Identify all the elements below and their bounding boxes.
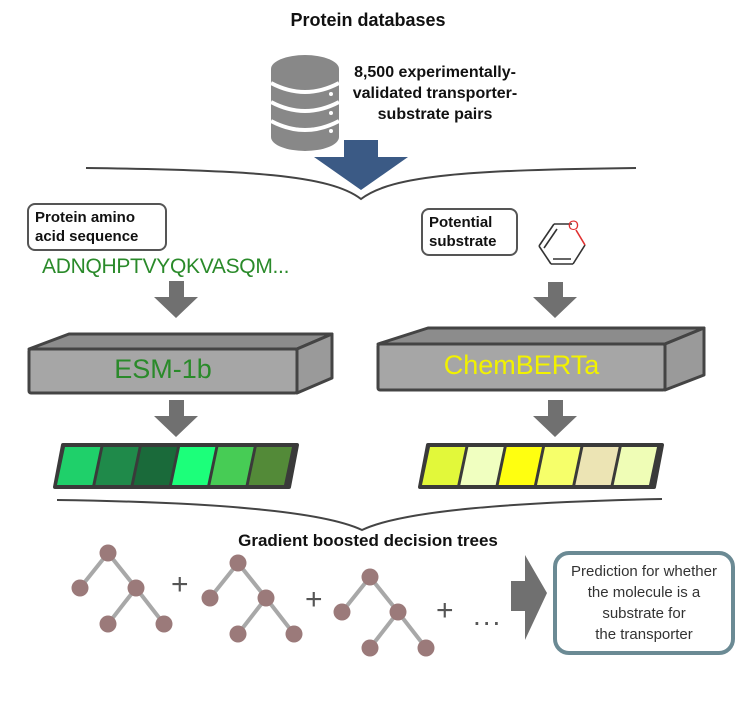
substrate-label-line: substrate — [429, 233, 497, 250]
decision-tree — [333, 568, 435, 657]
prediction-box: Prediction for whether the molecule is a… — [553, 551, 735, 655]
plus-sign: + — [171, 568, 189, 601]
protein-embedding-vector — [53, 443, 299, 489]
prediction-line: the molecule is a — [587, 584, 701, 601]
prediction-line: the transporter — [595, 626, 693, 643]
substrate-down-arrow-1 — [533, 282, 577, 318]
protein-down-arrow-2 — [154, 400, 198, 437]
ellipsis: ... — [473, 600, 503, 631]
database-caption-line: 8,500 experimentally- — [354, 64, 516, 81]
tree-node — [127, 579, 145, 597]
tree-node — [285, 625, 303, 643]
substrate-embedding-vector — [418, 443, 664, 489]
substrate-embedding-cell — [613, 447, 657, 485]
database-icon — [270, 55, 340, 151]
substrate-embedding-cell — [498, 447, 542, 485]
tree-node — [361, 568, 379, 586]
svg-text:O: O — [568, 217, 579, 233]
tree-node — [99, 544, 117, 562]
tree-node — [417, 639, 435, 657]
tree-node — [361, 639, 379, 657]
substrate-embedding-cell — [460, 447, 504, 485]
substrate-embedding-cell — [537, 447, 581, 485]
decision-trees — [71, 544, 435, 657]
tree-node — [389, 603, 407, 621]
bottom-brace — [56, 498, 663, 532]
esm-model-box — [27, 332, 334, 395]
plus-sign: + — [436, 594, 454, 627]
protein-label-line: acid sequence — [35, 228, 139, 245]
protein-embedding-cell — [248, 447, 292, 485]
substrate-embedding-cell — [422, 447, 466, 485]
chemberta-model-box — [376, 326, 706, 392]
database-caption-line: substrate pairs — [377, 106, 493, 123]
protein-sequence: ADNQHPTVYQKVASQM... — [42, 255, 290, 278]
tree-node — [229, 554, 247, 572]
protein-embedding-cell — [133, 447, 177, 485]
protein-down-arrow-1 — [154, 281, 198, 318]
substrate-down-arrow-2 — [533, 400, 577, 437]
tree-node — [99, 615, 117, 633]
protein-embedding-cell — [172, 447, 216, 485]
protein-label-line: Protein amino — [35, 209, 136, 226]
plus-sign: + — [305, 583, 323, 616]
chemberta-model-label: ChemBERTa — [443, 350, 600, 380]
tree-node — [155, 615, 173, 633]
blue-down-arrow — [314, 140, 408, 190]
tree-node — [333, 603, 351, 621]
decision-tree — [201, 554, 303, 643]
tree-node — [257, 589, 275, 607]
substrate-input-label: Potential substrate — [421, 208, 518, 256]
substrate-label-line: Potential — [429, 214, 493, 231]
protein-input-label: Protein amino acid sequence — [27, 203, 167, 251]
protein-embedding-cell — [57, 447, 101, 485]
prediction-line: substrate for — [602, 605, 686, 622]
right-arrow — [511, 555, 547, 640]
database-caption-line: validated transporter- — [352, 85, 518, 102]
tree-node — [201, 589, 219, 607]
tree-node — [71, 579, 89, 597]
protein-embedding-cell — [210, 447, 254, 485]
gbdt-title: Gradient boosted decision trees — [238, 531, 498, 550]
page-title: Protein databases — [290, 10, 446, 30]
protein-embedding-cell — [95, 447, 139, 485]
tree-node — [229, 625, 247, 643]
decision-tree — [71, 544, 173, 633]
substrate-embedding-cell — [575, 447, 619, 485]
database-caption: 8,500 experimentally- validated transpor… — [330, 62, 540, 125]
top-brace — [85, 167, 637, 201]
esm-model-label: ESM-1b — [114, 354, 212, 384]
substrate-molecule-icon: O — [538, 217, 586, 265]
prediction-line: Prediction for whether — [571, 563, 717, 580]
